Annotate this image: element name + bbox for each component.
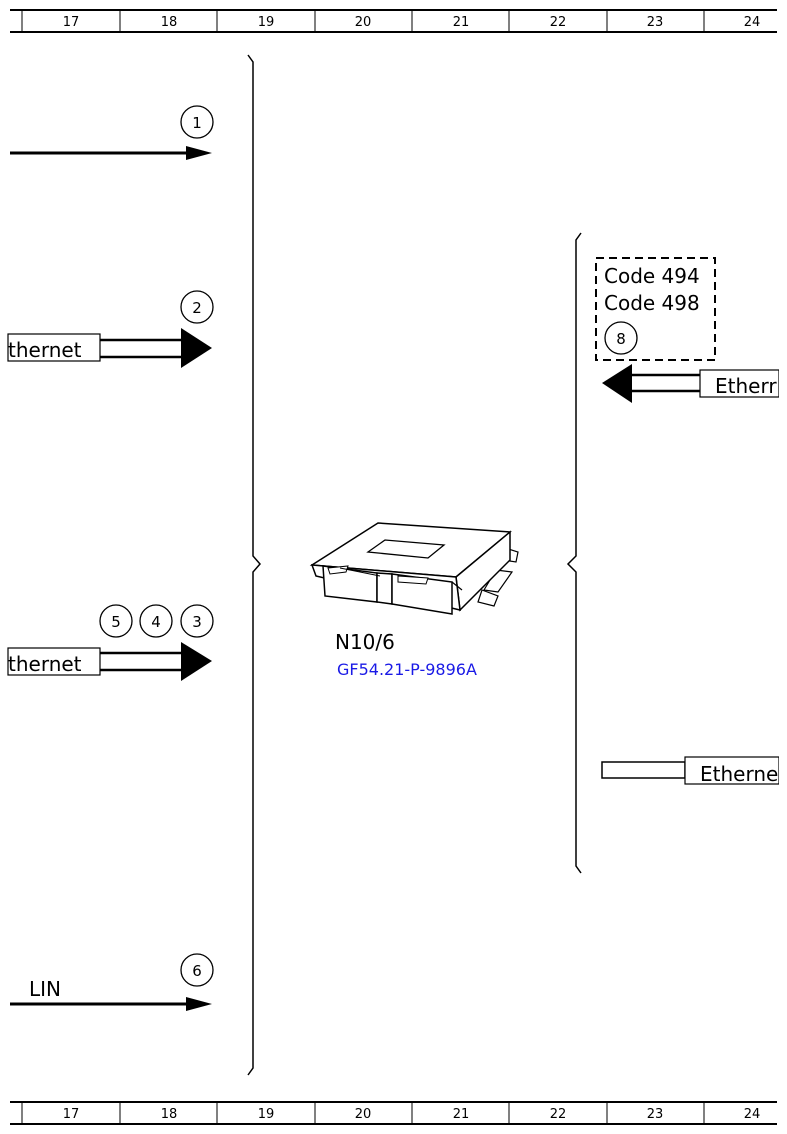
ruler-bottom-18: 18 bbox=[161, 1107, 178, 1122]
bottom-ruler: 17 18 19 20 21 22 23 24 bbox=[10, 1101, 777, 1125]
ruler-bottom-17: 17 bbox=[63, 1107, 80, 1122]
ruler-top-20: 20 bbox=[355, 15, 372, 30]
ruler-top-24: 24 bbox=[744, 15, 761, 30]
right-brace bbox=[566, 232, 582, 874]
ruler-top-23: 23 bbox=[647, 15, 664, 30]
connection-4-lin[interactable]: LIN 6 bbox=[10, 953, 214, 1011]
lin-label: LIN bbox=[29, 977, 61, 1001]
marker-4-label: 4 bbox=[151, 613, 161, 631]
ethernet-label-3: thernet bbox=[8, 652, 82, 676]
marker-4[interactable]: 4 bbox=[139, 604, 173, 638]
ruler-bottom-20: 20 bbox=[355, 1107, 372, 1122]
ruler-bottom-23: 23 bbox=[647, 1107, 664, 1122]
component-reference-link[interactable]: GF54.21-P-9896A bbox=[337, 660, 477, 679]
right-edge-mask bbox=[779, 33, 787, 1101]
marker-8[interactable]: 8 bbox=[604, 321, 638, 355]
marker-3[interactable]: 3 bbox=[180, 604, 214, 638]
marker-3-label: 3 bbox=[192, 613, 202, 631]
ruler-top-17: 17 bbox=[63, 15, 80, 30]
code-498: Code 498 bbox=[604, 291, 700, 315]
marker-1[interactable]: 1 bbox=[180, 105, 214, 139]
ethernet-in-right[interactable]: Etherr bbox=[602, 364, 780, 403]
connection-2-ethernet[interactable]: thernet 2 bbox=[7, 290, 214, 368]
code-box: Code 494 Code 498 8 bbox=[595, 257, 716, 361]
ethernet-out-label-box bbox=[684, 756, 780, 785]
ruler-top-21: 21 bbox=[453, 15, 470, 30]
marker-8-label: 8 bbox=[616, 330, 626, 348]
ethernet-label-box-2 bbox=[7, 333, 101, 362]
connection-1[interactable]: 1 bbox=[10, 105, 214, 160]
marker-6[interactable]: 6 bbox=[180, 953, 214, 987]
ethernet-label-box-3 bbox=[7, 647, 101, 676]
code-494: Code 494 bbox=[604, 264, 700, 288]
marker-2-label: 2 bbox=[192, 299, 202, 317]
marker-1-label: 1 bbox=[192, 114, 202, 132]
left-brace bbox=[247, 54, 261, 1076]
component-name: N10/6 bbox=[335, 630, 395, 654]
control-unit-icon[interactable] bbox=[309, 522, 519, 615]
ethernet-label-2: thernet bbox=[8, 338, 82, 362]
ethernet-in-label: Etherr bbox=[715, 374, 777, 398]
ruler-top-19: 19 bbox=[258, 15, 275, 30]
marker-2[interactable]: 2 bbox=[180, 290, 214, 324]
connection-3-ethernet[interactable]: thernet 5 4 3 bbox=[7, 604, 214, 681]
marker-6-label: 6 bbox=[192, 962, 202, 980]
ethernet-out-right[interactable]: Etherne bbox=[601, 756, 780, 786]
ruler-bottom-22: 22 bbox=[550, 1107, 567, 1122]
marker-5[interactable]: 5 bbox=[99, 604, 133, 638]
top-ruler: 17 18 19 20 21 22 23 24 bbox=[10, 9, 777, 33]
ruler-top-18: 18 bbox=[161, 15, 178, 30]
ruler-top-22: 22 bbox=[550, 15, 567, 30]
marker-5-label: 5 bbox=[111, 613, 121, 631]
ruler-bottom-24: 24 bbox=[744, 1107, 761, 1122]
ruler-bottom-21: 21 bbox=[453, 1107, 470, 1122]
ethernet-out-label: Etherne bbox=[700, 762, 778, 786]
ruler-bottom-19: 19 bbox=[258, 1107, 275, 1122]
